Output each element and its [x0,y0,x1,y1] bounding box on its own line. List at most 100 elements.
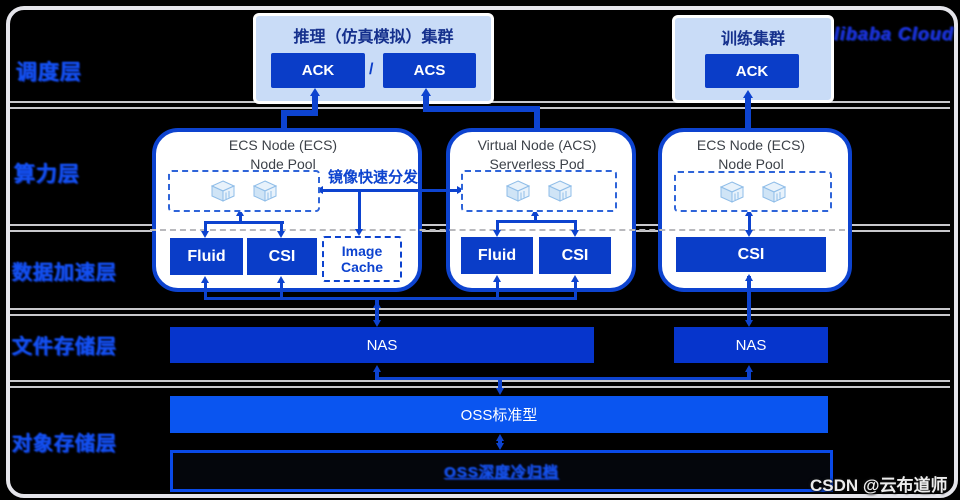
connector-line [423,96,429,112]
arrow-down-to-nas [745,320,753,327]
arrow-down-to-csi [277,231,285,238]
ecs-node-title-right: ECS Node (ECS) Node Pool [658,136,844,174]
connector-line [745,98,751,132]
connector-line [358,191,361,231]
container-icon [211,180,235,202]
ecs-node-title-left: ECS Node (ECS) Node Pool [152,136,414,174]
training-cluster-panel: 训练集群 ACK [672,15,834,103]
ack-button-training: ACK [705,54,799,88]
layer-label-compute: 算力层 [14,163,80,186]
arrow-up-to-pod [745,209,753,216]
connector-line [747,276,751,324]
connector-line [375,369,379,380]
separator-line-4 [10,380,950,388]
csi-component-left: CSI [247,238,317,275]
pod-group-middle [461,170,617,212]
connector-line [312,96,318,116]
arrow-down-to-fluid [201,231,209,238]
virtual-node-title: Virtual Node (ACS) Serverless Pod [446,136,628,174]
layer-label-file-storage: 文件存储层 [12,336,117,358]
arrow-up-to-csi [745,274,753,281]
arrow-up-to-training-ack [743,90,753,98]
image-cache-line2: Cache [340,259,384,275]
nas-bar-right: NAS [674,327,828,363]
node-title-line2: Node Pool [718,156,784,172]
inference-cluster-panel: 推理（仿真模拟）集群 ACK / ACS [253,13,494,104]
connector-line [496,279,499,300]
node-title-line2: Node Pool [250,156,316,172]
container-icon [762,180,786,203]
separator-line-3 [10,308,950,316]
connector-line [280,280,283,300]
image-cache-line1: Image [341,243,383,259]
arrow-up-to-csi [571,275,579,282]
arrow-down-to-fluid [493,230,501,237]
connector-bus [204,297,577,300]
diagram-frame [6,6,958,498]
slash-separator: / [369,61,374,78]
arrow-up-to-pod [531,209,539,216]
connector-line [498,377,502,391]
node-title-line2: Serverless Pod [489,156,585,172]
arrow-up-to-nas [745,365,753,372]
connector-line [375,297,379,323]
node-title-line1: ECS Node (ECS) [228,137,338,153]
arrow-up-to-ack [310,88,320,96]
csi-component-middle: CSI [539,237,611,274]
connector-line [204,221,207,232]
connector-line [204,280,207,300]
fluid-component-middle: Fluid [461,237,533,274]
connector-line [496,220,499,231]
inference-cluster-title: 推理（仿真模拟）集群 [293,29,454,46]
acs-button-inference: ACS [383,53,476,88]
container-icon [506,180,530,202]
connector-line [747,369,751,380]
layer-label-object-storage: 对象存储层 [12,433,117,455]
arrow-up-to-pod [236,209,244,216]
oss-standard-bar: OSS标准型 [170,396,828,433]
arrow-right-to-pod [457,186,464,194]
node-title-line1: Virtual Node (ACS) [477,137,597,153]
connector-line [574,220,577,231]
connector-line [204,221,284,224]
fluid-component-left: Fluid [170,238,243,275]
connector-line [281,110,287,132]
arrow-down-to-csi [745,230,753,237]
arrow-up-to-fluid [201,276,209,283]
arrow-down-to-csi [571,230,579,237]
container-icon [253,180,277,202]
connector-line [496,220,577,223]
arrow-up-to-fluid [493,275,501,282]
layer-label-data-acceleration: 数据加速层 [12,262,117,284]
alibaba-cloud-logo: Alibaba Cloud [820,24,954,44]
connector-line [239,216,242,223]
connector-line [574,279,577,300]
arrow-up [373,301,381,308]
arrow-down-to-oss [496,388,504,395]
arrow-down-to-image-cache [355,229,363,236]
ack-button-inference: ACK [271,53,365,88]
oss-archive-label: OSS深度冷归档 [444,463,559,481]
connector-line [322,189,460,192]
training-cluster-title: 训练集群 [720,31,785,48]
pod-group-left [168,170,320,212]
arrow-down-to-nas [373,320,381,327]
image-cache-box: Image Cache [322,236,402,282]
arrow-up-to-oss [496,434,504,441]
csdn-watermark: CSDN @云布道师 [810,476,948,495]
connector-line [280,221,283,232]
connector-line [534,106,540,132]
arrow-up-to-acs [421,88,431,96]
arrow-down-to-archive [496,443,504,450]
container-icon [720,180,744,203]
pod-group-right [674,171,832,212]
connector-line [498,438,502,445]
layer-label-scheduling: 调度层 [16,61,82,84]
node-title-line1: ECS Node (ECS) [696,137,806,153]
container-icon [548,180,572,202]
arrow-up-to-csi [277,276,285,283]
connector-line [281,110,318,116]
oss-archive-box: OSS深度冷归档 [170,450,833,492]
connector-line [534,216,537,222]
